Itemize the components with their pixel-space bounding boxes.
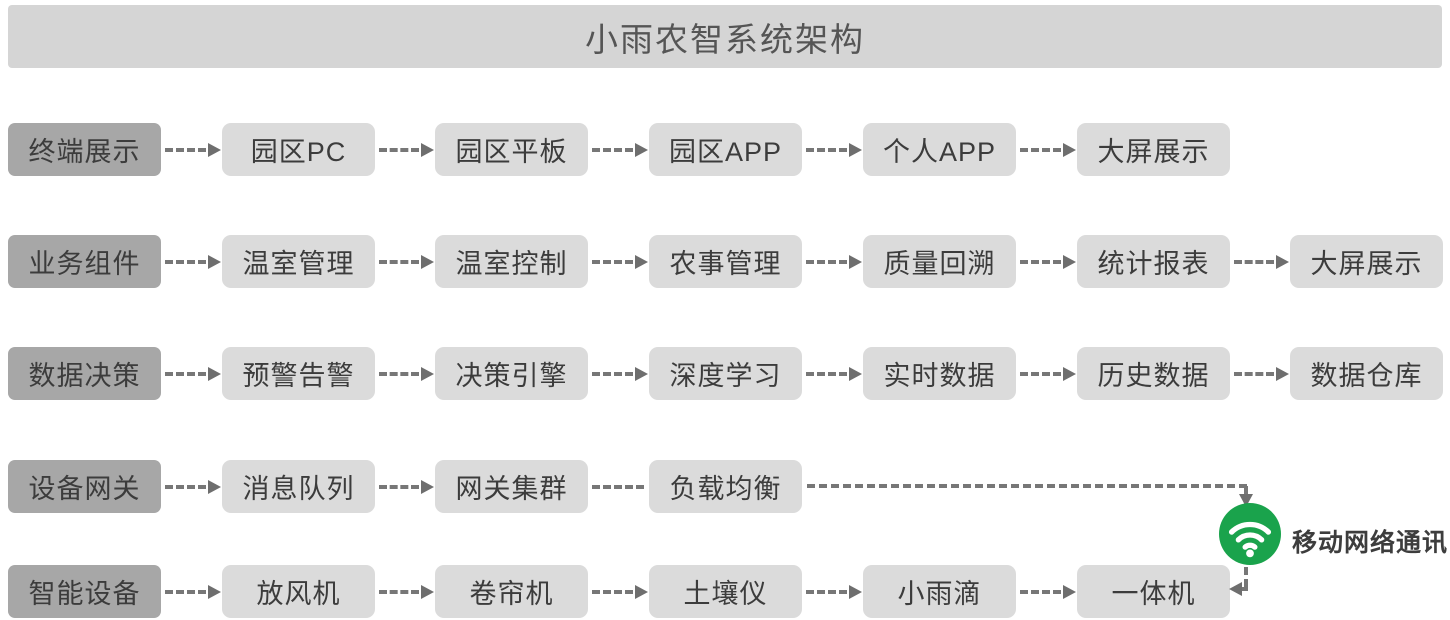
connector-dashed-line: [379, 371, 419, 376]
connector-arrowhead-icon: [849, 142, 862, 157]
route-vline-below-wifi: [1244, 567, 1248, 587]
route-hline-bottom: [1240, 587, 1248, 591]
diagram-node: 个人APP: [863, 123, 1016, 176]
diagram-node: 质量回溯: [863, 235, 1016, 288]
connector-dashed-line: [592, 589, 633, 594]
network-callout-label: 移动网络通讯: [1292, 529, 1449, 557]
diagram-node: 小雨滴: [863, 565, 1016, 618]
connector-dashed-line: [806, 147, 847, 152]
row-label-node: 终端展示: [8, 123, 161, 176]
title-bar: 小雨农智系统架构: [8, 5, 1442, 68]
diagram-title: 小雨农智系统架构: [585, 20, 865, 58]
connector-arrowhead-icon: [1276, 254, 1289, 269]
connector-arrowhead-icon: [849, 366, 862, 381]
diagram-node: 决策引擎: [435, 347, 588, 400]
diagram-node: 历史数据: [1077, 347, 1230, 400]
connector-arrowhead-icon: [635, 254, 648, 269]
connector-arrowhead-icon: [421, 584, 434, 599]
diagram-node: 园区平板: [435, 123, 588, 176]
connector-arrowhead-icon: [208, 584, 221, 599]
route-arrow-left-icon: [1229, 582, 1242, 596]
connector-dashed-line: [165, 589, 206, 594]
connector-arrowhead-icon: [1276, 366, 1289, 381]
row-label-node: 业务组件: [8, 235, 161, 288]
connector-arrowhead-icon: [421, 142, 434, 157]
connector-arrowhead-icon: [635, 584, 648, 599]
connector-dashed-line: [165, 259, 206, 264]
connector-arrowhead-icon: [421, 366, 434, 381]
diagram-node: 一体机: [1077, 565, 1230, 618]
connector-arrowhead-icon: [849, 254, 862, 269]
connector-dashed-line: [1020, 589, 1061, 594]
row-label-node: 数据决策: [8, 347, 161, 400]
connector-arrowhead-icon: [208, 254, 221, 269]
connector-dashed-line: [806, 371, 847, 376]
connector-dashed-line: [165, 147, 206, 152]
diagram-node: 统计报表: [1077, 235, 1230, 288]
connector-dashed-line: [1020, 259, 1061, 264]
diagram-node: 土壤仪: [649, 565, 802, 618]
connector-arrowhead-icon: [421, 254, 434, 269]
connector-dashed-line: [1234, 259, 1274, 264]
connector-dashed-line: [806, 589, 847, 594]
connector-arrowhead-icon: [208, 366, 221, 381]
connector-dashed-line: [379, 259, 419, 264]
diagram-node: 网关集群: [435, 460, 588, 513]
connector-arrowhead-icon: [208, 479, 221, 494]
route-hline-top: [807, 484, 1247, 488]
diagram-node: 消息队列: [222, 460, 375, 513]
connector-dashed-line: [379, 589, 419, 594]
connector-dashed-line: [379, 147, 419, 152]
diagram-node: 深度学习: [649, 347, 802, 400]
connector-dashed-line: [379, 484, 419, 489]
connector-arrowhead-icon: [1063, 584, 1076, 599]
diagram-node: 农事管理: [649, 235, 802, 288]
connector-arrowhead-icon: [208, 142, 221, 157]
diagram-node: 放风机: [222, 565, 375, 618]
connector-dashed-line: [592, 147, 633, 152]
connector-arrowhead-icon: [421, 479, 434, 494]
diagram-node: 园区APP: [649, 123, 802, 176]
connector-arrowhead-icon: [635, 366, 648, 381]
diagram-node: 卷帘机: [435, 565, 588, 618]
diagram-node: 园区PC: [222, 123, 375, 176]
connector-dashed-line: [1020, 371, 1061, 376]
row-label-node: 设备网关: [8, 460, 161, 513]
connector-arrowhead-icon: [1063, 366, 1076, 381]
diagram-node: 温室控制: [435, 235, 588, 288]
connector-dashed-line: [592, 484, 644, 489]
connector-dashed-line: [806, 259, 847, 264]
connector-dashed-line: [165, 484, 206, 489]
diagram-node: 实时数据: [863, 347, 1016, 400]
diagram-node: 预警告警: [222, 347, 375, 400]
connector-dashed-line: [165, 371, 206, 376]
connector-dashed-line: [1020, 147, 1061, 152]
connector-dashed-line: [592, 259, 633, 264]
connector-dashed-line: [592, 371, 633, 376]
diagram-node: 大屏展示: [1290, 235, 1443, 288]
diagram-node: 负载均衡: [649, 460, 802, 513]
route-vline-into-wifi: [1244, 486, 1248, 496]
diagram-node: 数据仓库: [1290, 347, 1443, 400]
connector-arrowhead-icon: [849, 584, 862, 599]
connector-arrowhead-icon: [1063, 142, 1076, 157]
connector-arrowhead-icon: [1063, 254, 1076, 269]
row-label-node: 智能设备: [8, 565, 161, 618]
diagram-node: 温室管理: [222, 235, 375, 288]
diagram-node: 大屏展示: [1077, 123, 1230, 176]
connector-dashed-line: [1234, 371, 1274, 376]
wifi-icon: [1219, 503, 1281, 565]
connector-arrowhead-icon: [635, 142, 648, 157]
